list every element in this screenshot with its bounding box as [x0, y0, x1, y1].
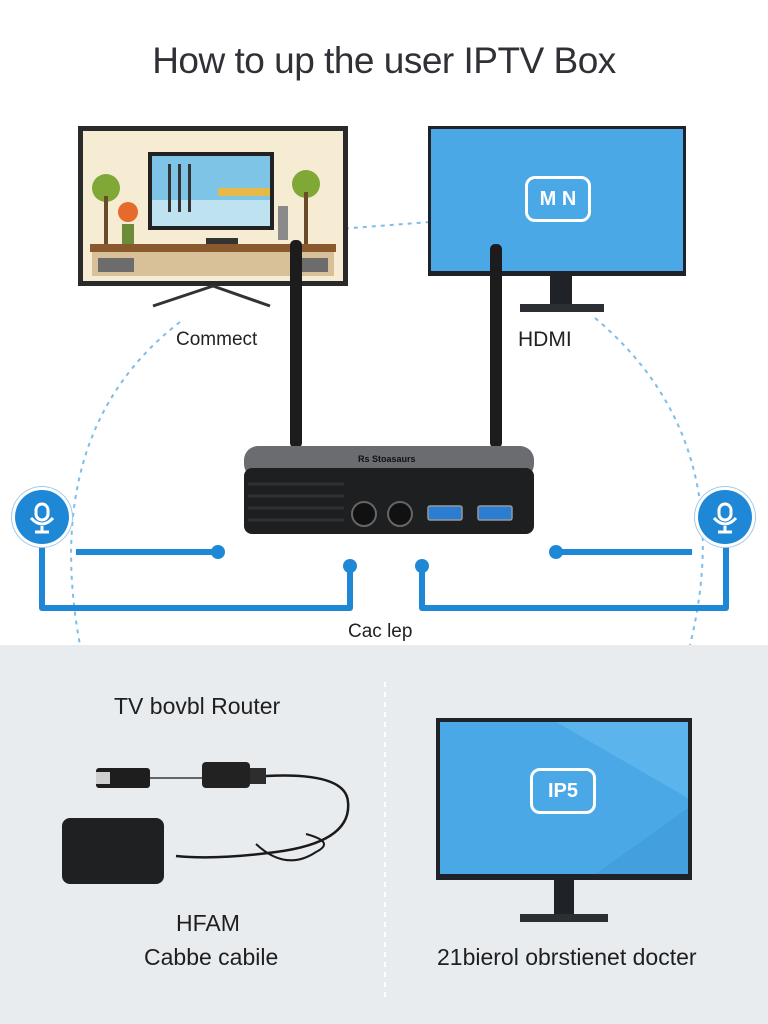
connect-label: Commect [176, 329, 258, 350]
dashed-link-left [70, 321, 181, 646]
router-section-label: TV bovbl Router [114, 693, 281, 719]
cable-left-upper [39, 545, 353, 611]
monitor-logo: M N [525, 176, 591, 222]
cable-label: Cabbe cabile [144, 944, 279, 970]
plug-icon [15, 490, 69, 544]
cable-step-label: Cac lep [348, 621, 413, 642]
monitor-top-right [428, 126, 686, 312]
cable-right-upper [419, 545, 729, 611]
page-title: How to up the user IPTV Box [152, 40, 616, 81]
divider [384, 682, 386, 1002]
iptv-box-brand: Rs Stoasaurs [358, 454, 416, 464]
iptv-box [244, 240, 534, 534]
plug-icon [698, 490, 752, 544]
dashed-link-right [594, 317, 704, 646]
hdmi-label: HDMI [518, 328, 572, 351]
monitor-bottom-right [436, 718, 692, 922]
hfam-label: HFAM [176, 910, 240, 936]
monitor-bottom-logo: IP5 [530, 768, 596, 814]
monitor-caption: 21bierol obrstienet docter [437, 944, 697, 970]
power-adapter [62, 762, 350, 884]
